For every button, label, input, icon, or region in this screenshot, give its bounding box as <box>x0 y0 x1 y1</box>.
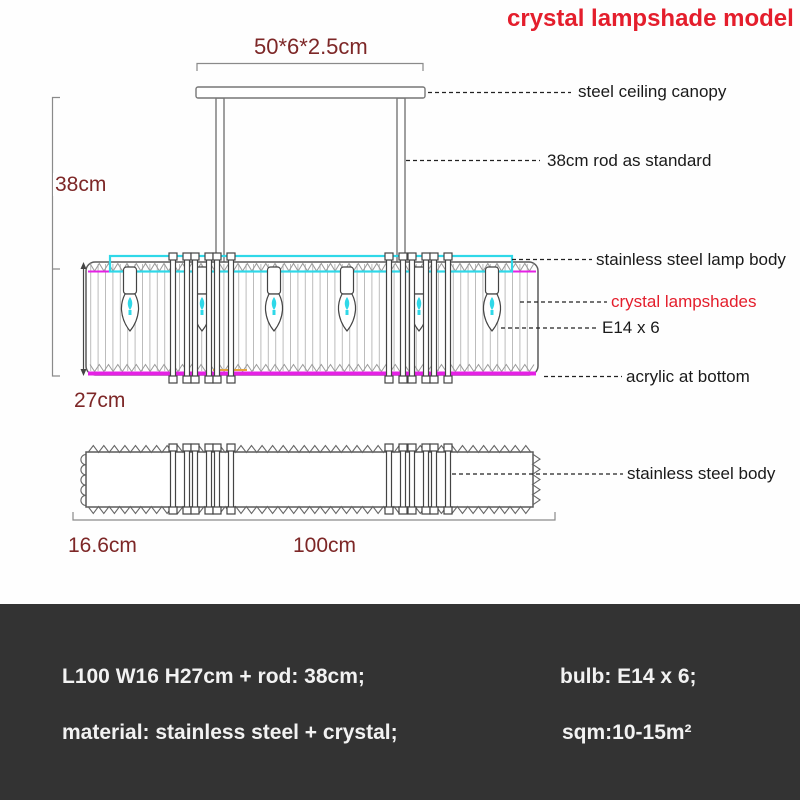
right-teeth-trim <box>531 453 541 506</box>
left-dimension-bracket <box>51 96 60 377</box>
body-length-dimension: 100cm <box>291 534 359 558</box>
bulb <box>120 266 140 332</box>
bulb <box>482 266 502 332</box>
page-title: crystal lampshade model <box>507 5 794 32</box>
rod-height-dimension: 38cm <box>53 173 109 197</box>
spec-material: material: stainless steel + crystal; <box>62 721 398 744</box>
bottom-dimension-bracket <box>72 512 556 521</box>
bulb <box>264 266 284 332</box>
cyan-frame <box>108 254 514 273</box>
top-zigzag-trim <box>89 262 535 272</box>
spec-size: L100 W16 H27cm + rod: 38cm; <box>62 665 365 688</box>
hanging-rods <box>215 97 406 265</box>
spec-sqm: sqm:10-15m² <box>562 721 692 744</box>
top-teeth-trim <box>87 444 532 454</box>
left-scallop-trim <box>80 453 87 507</box>
label-bulb-type: E14 x 6 <box>602 318 660 337</box>
label-acrylic: acrylic at bottom <box>626 367 750 386</box>
chandelier-diagram <box>51 62 623 521</box>
label-crystal-lampshades: crystal lampshades <box>611 292 757 311</box>
spec-panel: L100 W16 H27cm + rod: 38cm; bulb: E14 x … <box>0 604 800 800</box>
lamp-body-front-view <box>80 252 539 384</box>
leader-lines <box>406 91 623 475</box>
ceiling-canopy <box>195 86 426 99</box>
lamp-body-top-view <box>80 443 541 515</box>
body-width-dimension: 16.6cm <box>66 534 139 558</box>
spec-bulb: bulb: E14 x 6; <box>560 665 697 688</box>
bulb <box>337 266 357 332</box>
bottom-teeth-trim <box>87 505 532 515</box>
label-steel-body: stainless steel body <box>627 464 776 483</box>
canopy-dimension: 50*6*2.5cm <box>252 34 370 60</box>
height-arrow <box>80 262 87 376</box>
acrylic-bottom-strip <box>88 371 536 376</box>
canopy-dimension-bracket <box>196 62 424 71</box>
label-rod: 38cm rod as standard <box>547 151 712 170</box>
label-lamp-body: stainless steel lamp body <box>596 250 786 269</box>
label-ceiling-canopy: steel ceiling canopy <box>578 82 727 101</box>
body-height-dimension: 27cm <box>72 389 128 413</box>
bottom-zigzag-trim <box>89 363 535 373</box>
